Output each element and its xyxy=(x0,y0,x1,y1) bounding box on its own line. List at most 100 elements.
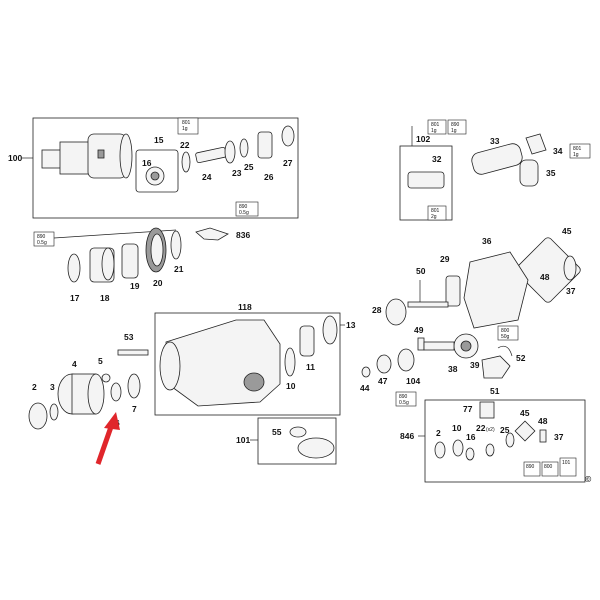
group-gearbox: 45 48 37 36 800 50g 29 50 28 49 52 38 39… xyxy=(360,226,581,407)
callout-49: 49 xyxy=(414,325,424,335)
box-101 xyxy=(257,417,337,465)
part-18 xyxy=(89,247,115,283)
tag-890-e: 890 xyxy=(523,461,541,477)
callout-13: 13 xyxy=(346,320,356,330)
callout-22a: 22 xyxy=(180,140,190,150)
callout-19: 19 xyxy=(130,281,140,291)
callout-55: 55 xyxy=(272,427,282,437)
callout-45a: 45 xyxy=(562,226,572,236)
arrow-indicator-icon xyxy=(95,412,120,465)
callout-77: 77 xyxy=(463,404,473,414)
callout-16b: 16 xyxy=(466,432,476,442)
tag-801-a-qty: 1g xyxy=(182,126,188,132)
tag-800-a-qty: 50g xyxy=(501,334,510,340)
part-51 xyxy=(481,355,511,379)
callout-33: 33 xyxy=(490,136,500,146)
tag-890-c: 890 1g xyxy=(447,119,467,135)
callout-23: 23 xyxy=(232,168,242,178)
tag-801-c-qty: 1g xyxy=(573,152,579,158)
part-housing xyxy=(165,319,281,407)
callout-11: 11 xyxy=(306,362,315,372)
group-846: 846 77 2 10 16 22 (x2) 25 45 48 37 890 8… xyxy=(400,399,586,483)
tag-801-a: 801 1g xyxy=(177,117,199,135)
tag-801-a-num: 801 xyxy=(182,120,191,126)
tag-890-c-qty: 1g xyxy=(451,128,457,134)
callout-836: 836 xyxy=(236,230,250,240)
callout-101: 101 xyxy=(236,435,250,445)
callout-50: 50 xyxy=(416,266,426,276)
copyright-mark: © xyxy=(585,474,592,484)
callout-51: 51 xyxy=(490,386,500,396)
callout-48b: 48 xyxy=(538,416,548,426)
callout-2b: 2 xyxy=(436,428,441,438)
callout-102: 102 xyxy=(416,134,430,144)
callout-39: 39 xyxy=(470,360,480,370)
callout-2a: 2 xyxy=(32,382,37,392)
callout-48a: 48 xyxy=(540,272,550,282)
group-33: 801 1g 890 1g 102 32 801 2g 33 34 801 1g… xyxy=(399,119,591,221)
callout-34: 34 xyxy=(553,146,563,156)
box-846 xyxy=(424,399,586,483)
callout-36: 36 xyxy=(482,236,492,246)
group-100: 100 801 1g 15 16 22 24 23 25 26 27 xyxy=(8,117,299,219)
part-47-104 xyxy=(376,348,415,374)
tag-890-b: 890 0.5g xyxy=(33,231,55,247)
tag-800-a: 800 50g xyxy=(497,325,519,341)
callout-22b-x2: (x2) xyxy=(486,427,495,433)
callout-10b: 10 xyxy=(452,423,462,433)
callout-25a: 25 xyxy=(244,162,254,172)
callout-27: 27 xyxy=(283,158,293,168)
callout-25b: 25 xyxy=(500,425,510,435)
tag-801-b-qty: 1g xyxy=(431,128,437,134)
part-4 xyxy=(57,373,105,415)
tag-890-a-qty: 0.5g xyxy=(239,210,249,216)
tag-890-a: 890 0.5g xyxy=(235,201,259,217)
group-101: 101 55 xyxy=(236,417,337,465)
callout-37b: 37 xyxy=(554,432,564,442)
group-front: 53 5 4 2 3 6 7 xyxy=(28,332,149,465)
tag-800-b-num: 800 xyxy=(544,464,553,470)
callout-104: 104 xyxy=(406,376,420,386)
group-gear-row: 890 0.5g 17 18 19 20 21 836 xyxy=(33,227,250,303)
callout-118: 118 xyxy=(238,302,252,312)
part-34 xyxy=(525,133,547,155)
tag-890-c-num: 890 xyxy=(451,122,460,128)
callout-100: 100 xyxy=(8,153,22,163)
tag-890-d-qty: 0.5g xyxy=(399,400,409,406)
tag-890-e-num: 890 xyxy=(526,464,535,470)
callout-28: 28 xyxy=(372,305,382,315)
tag-801-c-num: 801 xyxy=(573,146,582,152)
callout-18: 18 xyxy=(100,293,110,303)
callout-3: 3 xyxy=(50,382,55,392)
tag-801-c: 801 1g xyxy=(569,143,591,159)
callout-38: 38 xyxy=(448,364,458,374)
part-836 xyxy=(195,227,229,241)
callout-53: 53 xyxy=(124,332,134,342)
tag-890-b-num: 890 xyxy=(37,234,46,240)
callout-37a: 37 xyxy=(566,286,576,296)
callout-35: 35 xyxy=(546,168,556,178)
callout-26: 26 xyxy=(264,172,274,182)
callout-5: 5 xyxy=(98,356,103,366)
callout-4: 4 xyxy=(72,359,77,369)
group-118: 118 10 11 13 xyxy=(154,302,356,416)
tag-801-b: 801 1g xyxy=(427,119,447,135)
callout-20: 20 xyxy=(153,278,163,288)
part-36 xyxy=(463,251,529,329)
callout-44: 44 xyxy=(360,383,370,393)
callout-7: 7 xyxy=(132,404,137,414)
tag-101-b: 101 xyxy=(559,457,577,477)
tag-801-d: 801 2g xyxy=(427,205,447,221)
box-100 xyxy=(32,117,299,219)
callout-10a: 10 xyxy=(286,381,296,391)
callout-17: 17 xyxy=(70,293,80,303)
tag-890-a-num: 890 xyxy=(239,204,248,210)
callout-52: 52 xyxy=(516,353,526,363)
tag-890-b-qty: 0.5g xyxy=(37,240,47,246)
tag-800-b: 800 xyxy=(541,461,559,477)
callout-16: 16 xyxy=(142,158,152,168)
tag-801-d-qty: 2g xyxy=(431,214,437,220)
tag-101-b-num: 101 xyxy=(562,460,571,466)
callout-846: 846 xyxy=(400,431,414,441)
tag-890-d-num: 890 xyxy=(399,394,408,400)
